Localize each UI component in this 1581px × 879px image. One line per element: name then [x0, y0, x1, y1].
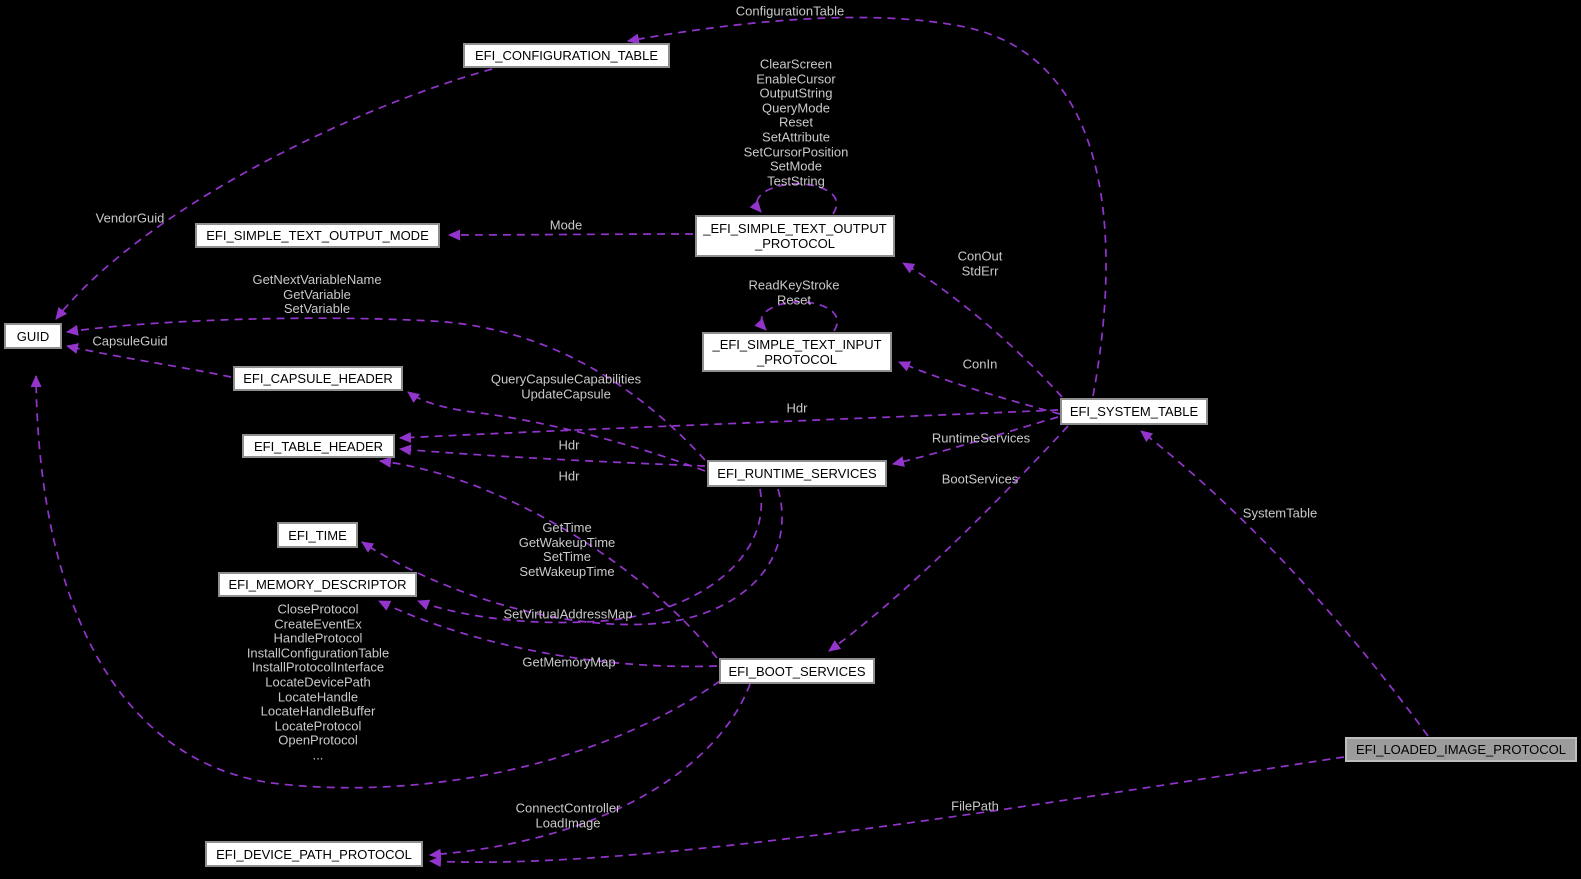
- edge-vendor-guid: [55, 68, 493, 320]
- edge-connect-controller-group: [429, 683, 751, 860]
- node-efi-capsule-header[interactable]: EFI_CAPSULE_HEADER: [233, 366, 403, 391]
- edge-set-virtual-address-map: [417, 488, 763, 624]
- node-efi-configuration-table[interactable]: EFI_CONFIGURATION_TABLE: [463, 43, 670, 68]
- node-efi-device-path-protocol[interactable]: EFI_DEVICE_PATH_PROTOCOL: [205, 841, 423, 867]
- edge-boot-services: [828, 425, 1069, 652]
- node-efi-runtime-services[interactable]: EFI_RUNTIME_SERVICES: [707, 460, 887, 487]
- edge-query-capsule-group: [407, 391, 706, 472]
- edge-runtime-services: [892, 416, 1059, 467]
- edge-hdr-boot-services: [379, 456, 718, 659]
- edge-hdr-runtime-services: [399, 444, 706, 467]
- edge-mode: [448, 229, 694, 241]
- edge-output-self-loop: [749, 182, 838, 215]
- node-efi-memory-descriptor[interactable]: EFI_MEMORY_DESCRIPTOR: [218, 572, 417, 597]
- edge-system-table: [1140, 430, 1429, 737]
- edge-input-self-loop: [754, 300, 838, 332]
- edge-file-path: [429, 756, 1345, 868]
- node-efi-boot-services[interactable]: EFI_BOOT_SERVICES: [719, 658, 875, 684]
- node-efi-simple-text-input-protocol[interactable]: _EFI_SIMPLE_TEXT_INPUT _PROTOCOL: [702, 332, 892, 372]
- node-efi-table-header[interactable]: EFI_TABLE_HEADER: [242, 434, 395, 458]
- edge-get-time-group: [361, 488, 783, 626]
- node-efi-system-table[interactable]: EFI_SYSTEM_TABLE: [1060, 398, 1208, 425]
- edge-conin: [898, 361, 1061, 415]
- edge-hdr-system-table: [399, 409, 1059, 443]
- edge-get-memory-map: [378, 600, 718, 668]
- node-efi-simple-text-output-protocol[interactable]: _EFI_SIMPLE_TEXT_OUTPUT _PROTOCOL: [695, 215, 895, 257]
- node-efi-time[interactable]: EFI_TIME: [277, 522, 358, 548]
- edge-configuration-table: [627, 16, 1107, 397]
- node-efi-simple-text-output-mode[interactable]: EFI_SIMPLE_TEXT_OUTPUT_MODE: [195, 223, 440, 248]
- node-efi-loaded-image-protocol[interactable]: EFI_LOADED_IMAGE_PROTOCOL: [1345, 737, 1577, 762]
- edge-get-variable-group: [66, 317, 706, 461]
- edge-conout-stderr: [902, 262, 1063, 398]
- edge-capsule-guid: [66, 343, 232, 378]
- edge-close-protocol-group: [30, 375, 721, 789]
- node-guid[interactable]: GUID: [4, 323, 62, 349]
